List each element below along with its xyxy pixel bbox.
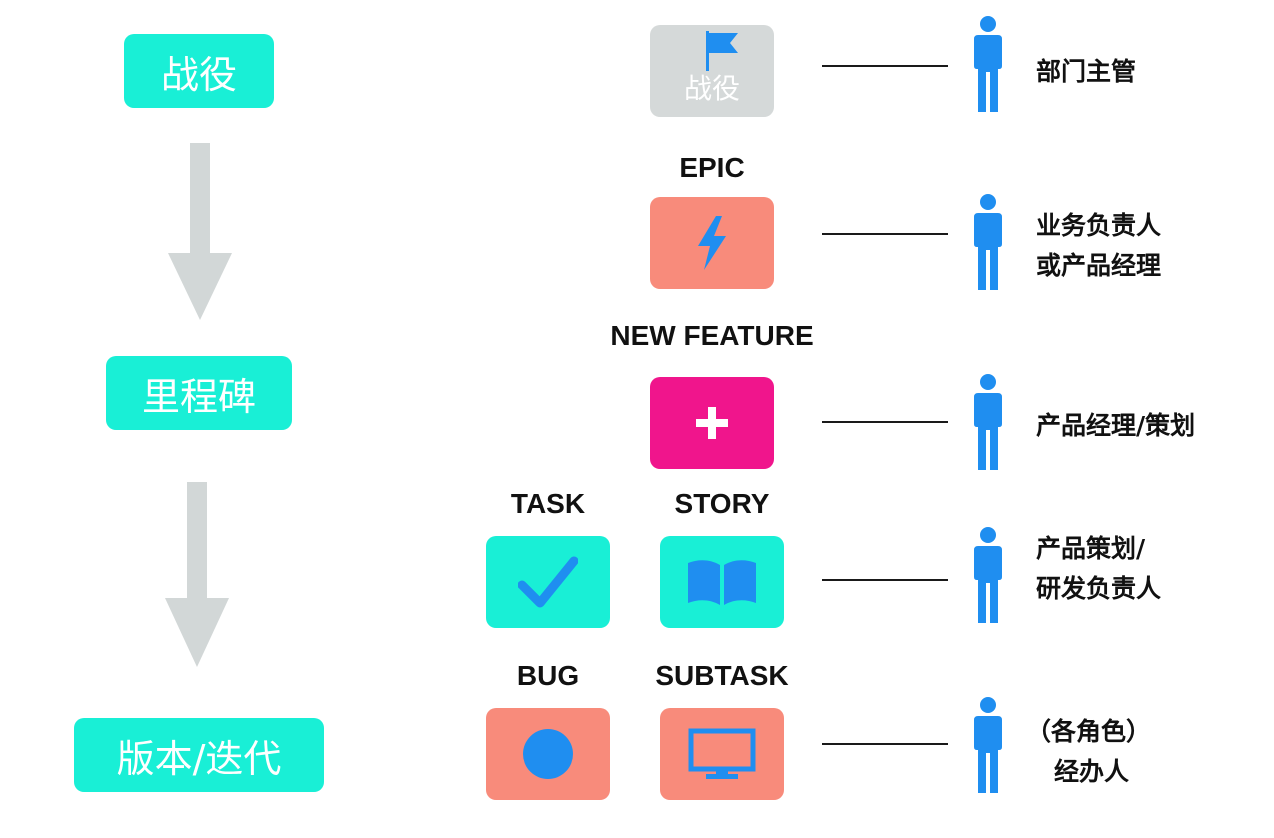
role-business-owner: 业务负责人 [1036, 211, 1162, 240]
flag-icon [706, 31, 738, 71]
stage-campaign: 战役 [124, 34, 274, 108]
subtask-tile [660, 708, 784, 800]
person-icon [974, 194, 1002, 290]
bug-label: BUG [516, 660, 580, 691]
stage-milestone-label: 里程碑 [141, 374, 256, 419]
person-icon [974, 374, 1002, 470]
role-label: 产品策划/ 研发负责人 [1036, 529, 1161, 609]
down-arrow-2 [165, 482, 229, 667]
stage-milestone: 里程碑 [106, 356, 292, 430]
story-tile [660, 536, 784, 628]
connector-line [822, 579, 948, 581]
connector-line [822, 233, 948, 235]
monitor-icon [688, 728, 756, 779]
book-icon [688, 560, 756, 605]
task-label: TASK [510, 488, 586, 519]
role-label: 部门主管 [1036, 52, 1136, 92]
role-pm-planner: 产品经理/策划 [1036, 411, 1196, 440]
role-label: 产品经理/策划 [1036, 406, 1195, 446]
role-label: （各角色） 经办人 [1026, 712, 1151, 792]
role-dev-owner: 研发负责人 [1036, 574, 1162, 603]
person-icon [974, 697, 1002, 793]
epic-tile [650, 197, 774, 289]
stage-campaign-label: 战役 [160, 52, 237, 97]
epic-label: EPIC [679, 152, 745, 183]
person-icon [974, 527, 1002, 623]
role-dept-head: 部门主管 [1036, 57, 1137, 86]
role-all-roles: （各角色） [1026, 717, 1152, 746]
connector-line [822, 421, 948, 423]
circle-icon [523, 729, 573, 779]
connector-line [822, 743, 948, 745]
role-or-product-manager: 或产品经理 [1036, 251, 1162, 280]
connector-line [822, 65, 948, 67]
new-feature-label: NEW FEATURE [610, 320, 814, 351]
campaign-tile-text: 战役 [683, 72, 740, 105]
bug-tile [486, 708, 610, 800]
stage-release: 版本/迭代 [74, 718, 324, 792]
role-label: 业务负责人 或产品经理 [1036, 206, 1161, 286]
subtask-label: SUBTASK [655, 660, 789, 691]
lightning-icon [698, 216, 726, 270]
campaign-tile: 战役 [650, 25, 774, 117]
down-arrow-1 [168, 143, 232, 320]
story-label: STORY [674, 488, 770, 519]
plus-icon [696, 407, 728, 439]
new-feature-tile [650, 377, 774, 469]
task-tile [486, 536, 610, 628]
person-icon [974, 16, 1002, 112]
checkmark-icon [518, 556, 578, 608]
role-assignee: 经办人 [1054, 757, 1130, 786]
role-product-planner: 产品策划/ [1036, 534, 1146, 563]
stage-release-label: 版本/迭代 [116, 736, 282, 781]
